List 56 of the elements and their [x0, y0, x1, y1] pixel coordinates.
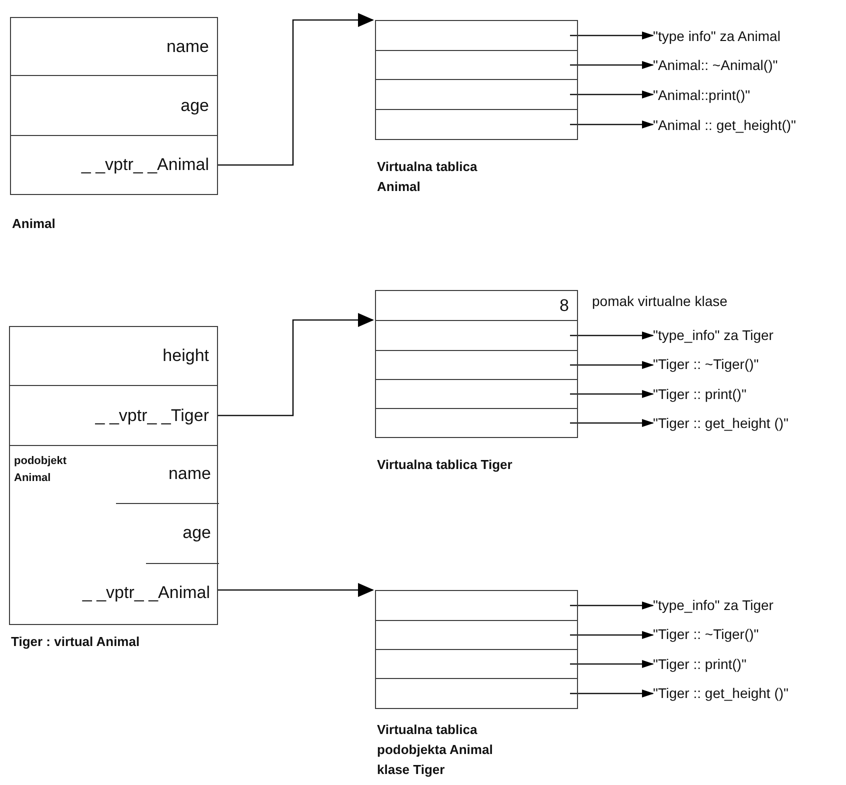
arrow	[570, 32, 654, 40]
arrow	[570, 361, 654, 369]
table-slot	[375, 620, 578, 650]
function-label: "Tiger :: print()"	[653, 653, 843, 675]
function-label: "Tiger :: ~Tiger()"	[653, 353, 843, 375]
function-label: "Animal:: ~Animal()"	[653, 54, 843, 76]
table-slot	[375, 20, 578, 51]
table-slot	[375, 79, 578, 110]
table-slot	[375, 320, 578, 351]
arrow	[570, 120, 654, 128]
subobject-region	[9, 445, 218, 625]
arrow	[570, 61, 654, 69]
member-field: _ _vptr_ _Animal	[10, 135, 218, 195]
table-slot	[375, 590, 578, 621]
arrow	[570, 419, 654, 427]
function-label: "Tiger :: ~Tiger()"	[653, 623, 843, 645]
function-label: "Tiger :: get_height ()"	[653, 682, 843, 704]
table-slot	[375, 678, 578, 709]
arrow	[570, 660, 654, 668]
table-label: Virtualna tablica Tiger	[377, 456, 514, 474]
arrow	[218, 313, 374, 416]
table-slot	[375, 379, 578, 409]
function-label: "type info" za Animal	[653, 25, 843, 47]
arrow	[570, 602, 654, 610]
function-label: "Animal :: get_height()"	[653, 114, 843, 136]
table-slot	[375, 50, 578, 80]
arrow	[570, 390, 654, 398]
object-label: Tiger : virtual Animal	[11, 633, 141, 651]
arrow	[570, 631, 654, 639]
table-label: Virtualna tablica podobjekta Animal klase Tiger	[377, 721, 494, 779]
arrow	[570, 90, 654, 98]
subobject-label: podobjekt Animal	[14, 454, 68, 486]
function-label: "type_info" za Tiger	[653, 324, 843, 346]
member-field: height	[9, 326, 218, 386]
function-label: "Tiger :: print()"	[653, 383, 843, 405]
side-note: pomak virtualne klase	[592, 293, 728, 309]
table-slot	[375, 109, 578, 140]
arrow	[218, 13, 374, 166]
arrow	[570, 690, 654, 698]
table-slot	[375, 649, 578, 679]
object-label: Animal	[12, 215, 56, 233]
function-label: "type_info" za Tiger	[653, 594, 843, 616]
table-slot	[375, 408, 578, 438]
arrow	[570, 332, 654, 340]
member-field: _ _vptr_ _Tiger	[9, 385, 218, 446]
member-field: age	[146, 503, 219, 564]
function-label: "Tiger :: get_height ()"	[653, 412, 843, 434]
table-slot	[375, 350, 578, 380]
function-label: "Animal::print()"	[653, 84, 843, 106]
member-field: _ _vptr_ _Animal	[10, 563, 218, 623]
member-field: age	[10, 75, 218, 136]
member-field: name	[116, 445, 219, 504]
arrow	[218, 583, 374, 597]
offset-slot: 8	[375, 290, 578, 321]
member-field: name	[10, 17, 218, 76]
table-label: Virtualna tablica Animal	[377, 158, 478, 196]
